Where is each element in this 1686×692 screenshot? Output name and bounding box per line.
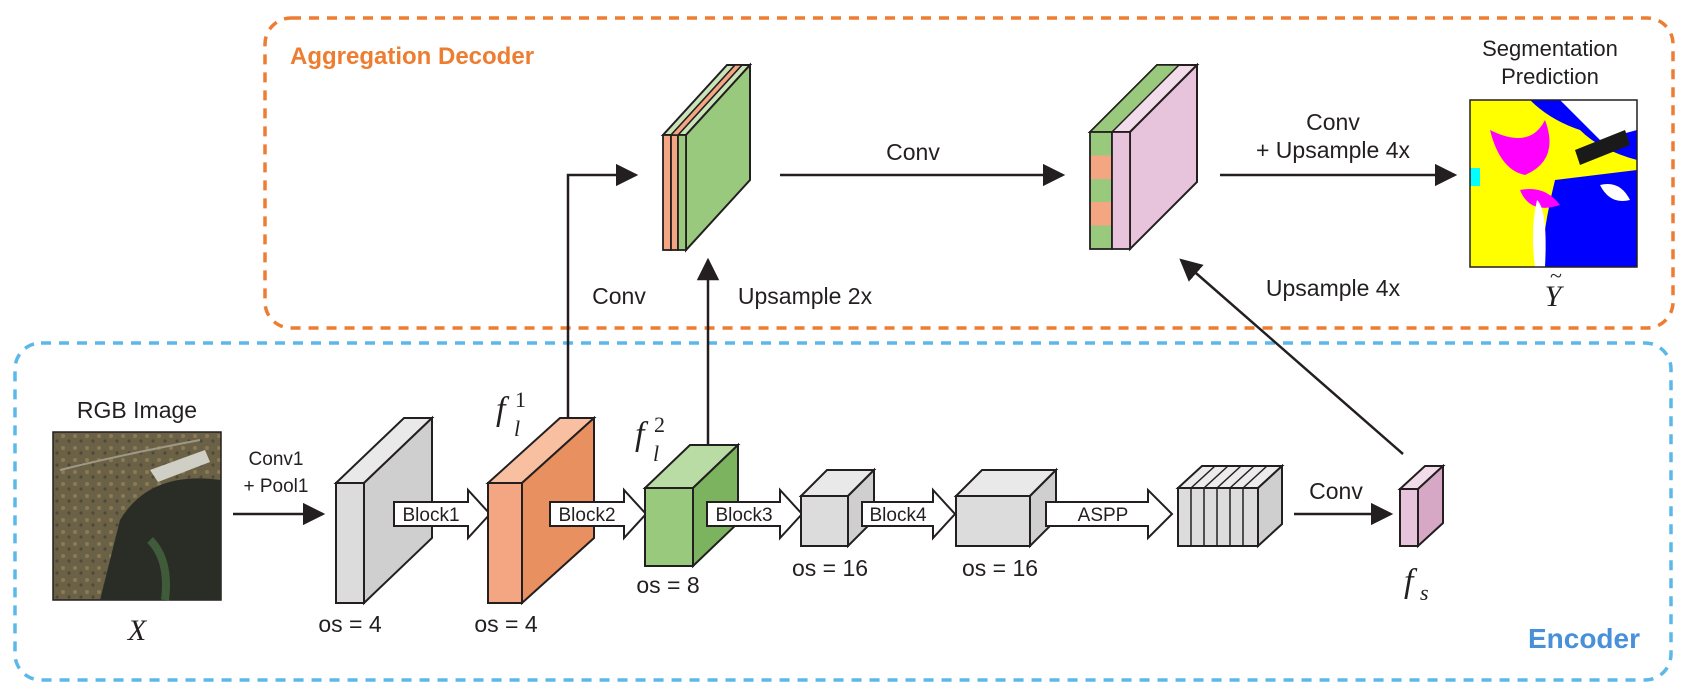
f1-label: f 1 l — [496, 387, 526, 441]
block1-arrow: Block1 — [393, 487, 492, 541]
svg-text:l: l — [653, 441, 659, 466]
output-title-line2: Prediction — [1501, 64, 1599, 89]
f2-label: f 2 l — [635, 412, 665, 466]
block3-arrow: Block3 — [706, 487, 804, 541]
svg-text:Block3: Block3 — [715, 505, 772, 526]
conv-f1-arrow — [566, 163, 639, 418]
upsample2x-label: Upsample 2x — [738, 283, 873, 309]
conv-mid-label: Conv — [886, 139, 940, 165]
input-symbol: X — [127, 614, 148, 647]
conv1-label-line2: + Pool1 — [244, 476, 309, 497]
os-label-2: os = 4 — [474, 611, 538, 637]
concat-feature-1 — [660, 62, 753, 253]
aspp-arrow: ASPP — [1045, 487, 1174, 541]
segmentation-image — [1469, 99, 1638, 268]
conv-fs-label: Conv — [1309, 478, 1363, 504]
upsample4x-arrow — [1179, 258, 1404, 455]
svg-text:f: f — [1404, 563, 1418, 600]
svg-text:Block2: Block2 — [558, 505, 615, 526]
svg-text:2: 2 — [654, 412, 665, 437]
svg-text:f: f — [635, 416, 649, 453]
svg-text:l: l — [514, 416, 520, 441]
svg-text:Block1: Block1 — [402, 505, 459, 526]
conv-upsample-label-line1: Conv — [1306, 109, 1360, 135]
svg-text:s: s — [1420, 580, 1429, 605]
svg-text:1: 1 — [515, 387, 526, 412]
conv-f1-label: Conv — [592, 283, 646, 309]
feature-map-fs — [1397, 463, 1446, 549]
input-title: RGB Image — [77, 397, 197, 423]
svg-text:f: f — [496, 391, 510, 428]
feature-map-os16-b — [953, 467, 1059, 549]
output-title-line1: Segmentation — [1482, 36, 1618, 61]
fs-label: f s — [1404, 563, 1429, 605]
svg-text:Block4: Block4 — [869, 505, 926, 526]
svg-text:~: ~ — [1550, 263, 1562, 288]
block4-arrow: Block4 — [861, 487, 957, 541]
svg-text:ASPP: ASPP — [1078, 505, 1129, 526]
concat-feature-2 — [1087, 62, 1200, 252]
upsample4x-label: Upsample 4x — [1266, 275, 1401, 301]
os-label-5: os = 16 — [962, 555, 1038, 581]
conv-upsample-label-line2: + Upsample 4x — [1256, 137, 1411, 163]
svg-text:Y: Y — [1545, 280, 1565, 313]
encoder-title: Encoder — [1528, 623, 1640, 654]
encoder-box — [13, 341, 1673, 682]
os-label-4: os = 16 — [792, 555, 868, 581]
output-symbol: Y ~ — [1545, 263, 1565, 313]
conv1-label-line1: Conv1 — [249, 449, 304, 470]
input-image — [52, 431, 222, 601]
os-label-3: os = 8 — [636, 572, 699, 598]
os-label-1: os = 4 — [318, 611, 382, 637]
block2-arrow: Block2 — [549, 487, 648, 541]
decoder-title: Aggregation Decoder — [290, 43, 534, 70]
aspp-feature-stack — [1175, 463, 1285, 549]
